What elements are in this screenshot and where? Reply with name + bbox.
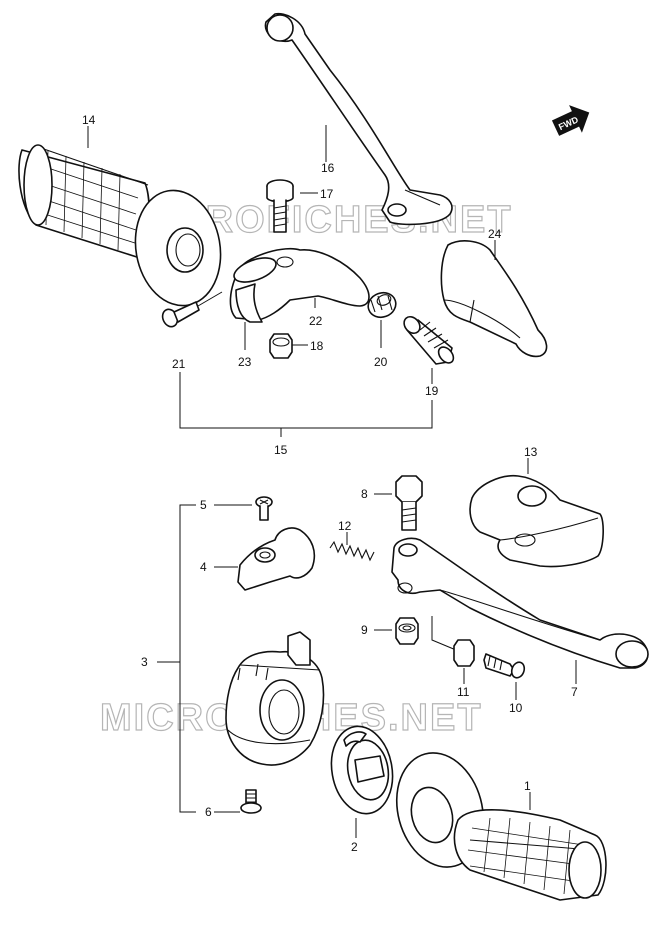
part-2-collar — [330, 725, 394, 838]
part-14-left-grip — [18, 144, 222, 307]
part-21-screw — [161, 291, 223, 328]
callout-2: 2 — [351, 840, 358, 854]
callout-4: 4 — [200, 560, 207, 574]
part-20-adjuster-nut — [367, 291, 397, 319]
part-8-pivot-bolt — [374, 475, 423, 531]
callout-24: 24 — [488, 227, 502, 241]
callout-21: 21 — [172, 357, 186, 371]
part-24-lever-cover — [440, 240, 548, 358]
part-1-right-grip — [395, 752, 607, 901]
callout-12: 12 — [338, 519, 352, 533]
part-10-adjuster-bolt — [483, 653, 526, 700]
callout-8: 8 — [361, 487, 368, 501]
callout-13: 13 — [524, 445, 538, 459]
part-17-bolt — [266, 179, 294, 233]
part-4-clamp — [214, 527, 316, 591]
callout-10: 10 — [509, 701, 523, 715]
callout-23: 23 — [238, 355, 252, 369]
callout-18: 18 — [310, 339, 324, 353]
callout-9: 9 — [361, 623, 368, 637]
part-13-lever-cover — [469, 458, 604, 568]
part-5-screw — [214, 496, 273, 521]
callout-14: 14 — [82, 113, 96, 127]
part-19-cable-adjuster — [403, 315, 455, 365]
bracket-15 — [179, 372, 433, 429]
part-6-screw — [214, 789, 262, 814]
callout-3: 3 — [141, 655, 148, 669]
part-12-spring — [329, 532, 375, 562]
part-3-lever-holder — [225, 631, 325, 766]
callout-6: 6 — [205, 805, 212, 819]
callout-11: 11 — [457, 685, 470, 699]
callout-15: 15 — [274, 443, 288, 457]
part-16-clutch-lever — [264, 12, 453, 226]
callout-5: 5 — [200, 498, 207, 512]
part-18-nut — [269, 333, 293, 359]
callout-19: 19 — [425, 384, 439, 398]
callout-20: 20 — [374, 355, 388, 369]
callout-1: 1 — [524, 779, 531, 793]
fwd-arrow-icon: FWD — [551, 105, 590, 136]
callout-22: 22 — [309, 314, 323, 328]
part-11-nut — [453, 639, 475, 684]
part-22-lever-holder — [229, 247, 370, 323]
part-7-brake-lever — [391, 537, 649, 684]
bracket-3 — [179, 504, 196, 813]
part-9-nut — [374, 617, 419, 645]
callout-16: 16 — [321, 161, 335, 175]
callout-7: 7 — [571, 685, 578, 699]
callout-17: 17 — [320, 187, 334, 201]
